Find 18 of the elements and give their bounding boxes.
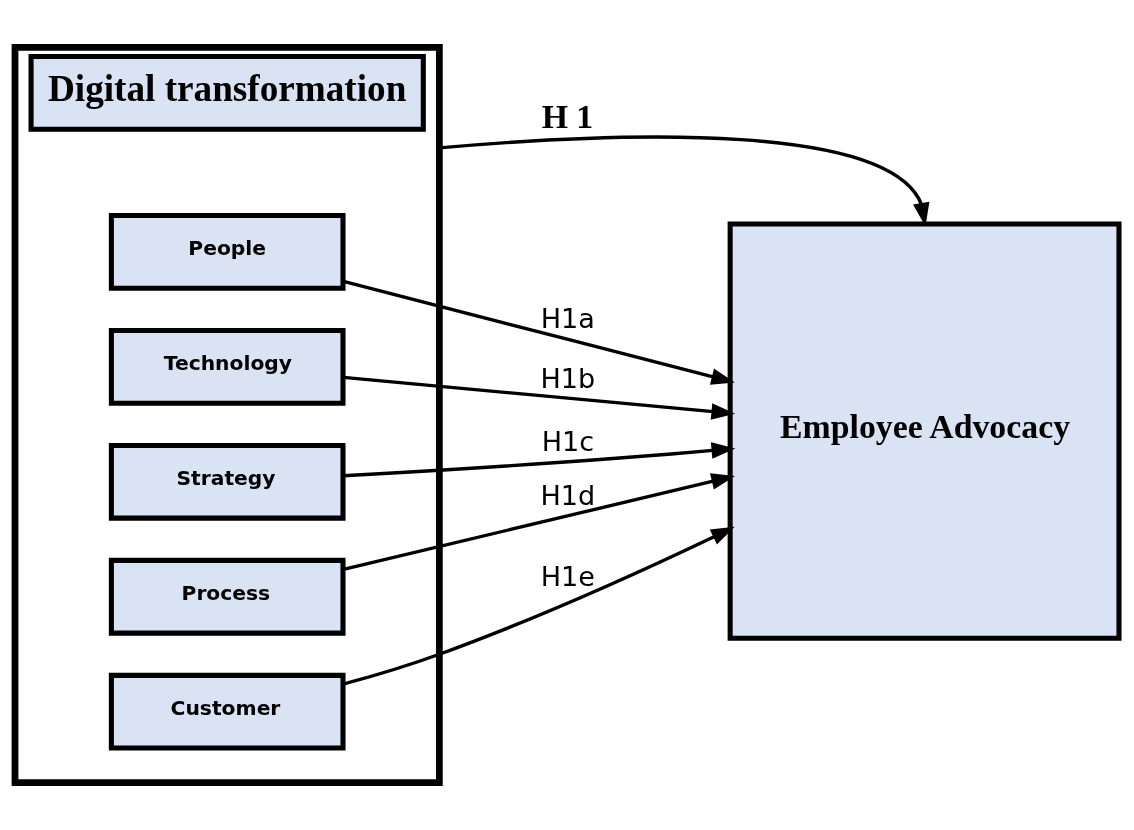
edge-label: H1d [540,480,596,512]
arrow [342,526,735,686]
node-box: Customer [108,672,346,751]
node-box: People [108,212,346,291]
node-box: Strategy [108,442,346,521]
edge-label: H 1 [541,98,594,136]
node-box: Process [108,557,346,636]
arrow [343,442,736,478]
node-box: Technology [108,327,346,406]
arrow [343,375,736,420]
edge-label: H1b [540,363,596,395]
arrow [343,473,735,572]
edge-label: H1a [540,302,595,334]
arrow [343,279,735,385]
arrow [439,135,930,227]
edge-label: H1e [540,561,595,593]
edge-label: H1c [541,426,595,458]
node-box: Employee Advocacy [727,221,1122,641]
